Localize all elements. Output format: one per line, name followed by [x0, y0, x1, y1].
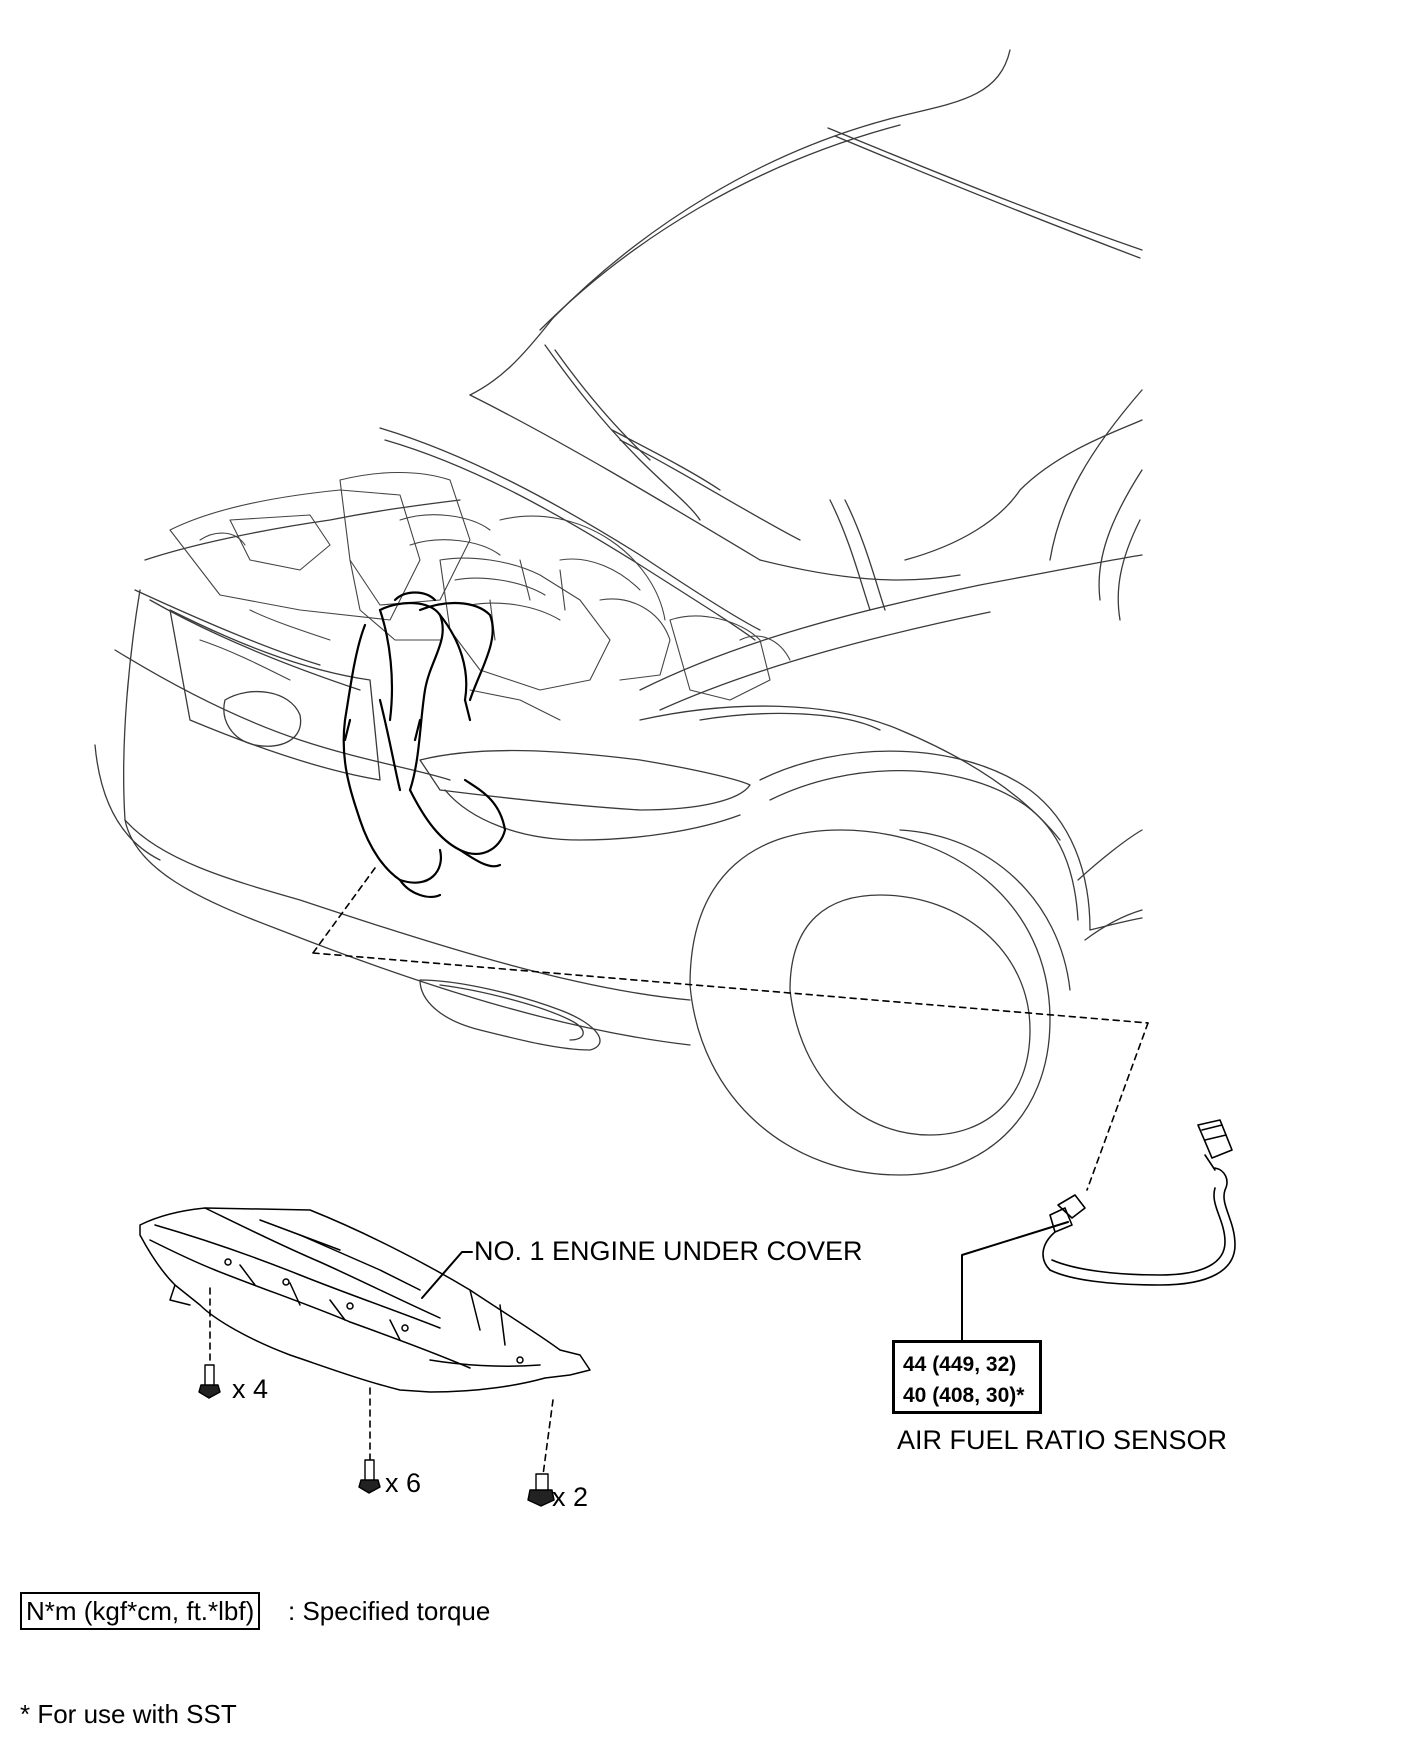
bolt-qty-x4: x 4	[232, 1374, 269, 1404]
sst-footnote: * For use with SST	[20, 1699, 237, 1729]
exhaust-manifold	[342, 591, 507, 898]
torque-spec-box: 44 (449, 32) 40 (408, 30)*	[892, 1340, 1042, 1414]
vehicle-outline	[94, 49, 1143, 1176]
leader-lines	[209, 867, 1149, 1476]
bolt-qty-x6: x 6	[385, 1468, 422, 1498]
engine-bay	[169, 472, 791, 721]
air-fuel-ratio-sensor	[961, 1119, 1236, 1341]
under-cover-label: NO. 1 ENGINE UNDER COVER	[474, 1236, 863, 1266]
sensor-label: AIR FUEL RATIO SENSOR	[897, 1425, 1228, 1455]
torque-unit-legend: N*m (kgf*cm, ft.*lbf)	[20, 1592, 261, 1630]
clip-qty-x2: x 2	[552, 1482, 589, 1512]
bolt-icon	[198, 1364, 555, 1507]
torque-line-2: 40 (408, 30)*	[903, 1384, 1025, 1407]
torque-line-1: 44 (449, 32)	[903, 1353, 1017, 1376]
engine-under-cover	[139, 1207, 591, 1393]
torque-legend-text: : Specified torque	[288, 1596, 491, 1626]
under-cover-leader	[421, 1251, 473, 1299]
